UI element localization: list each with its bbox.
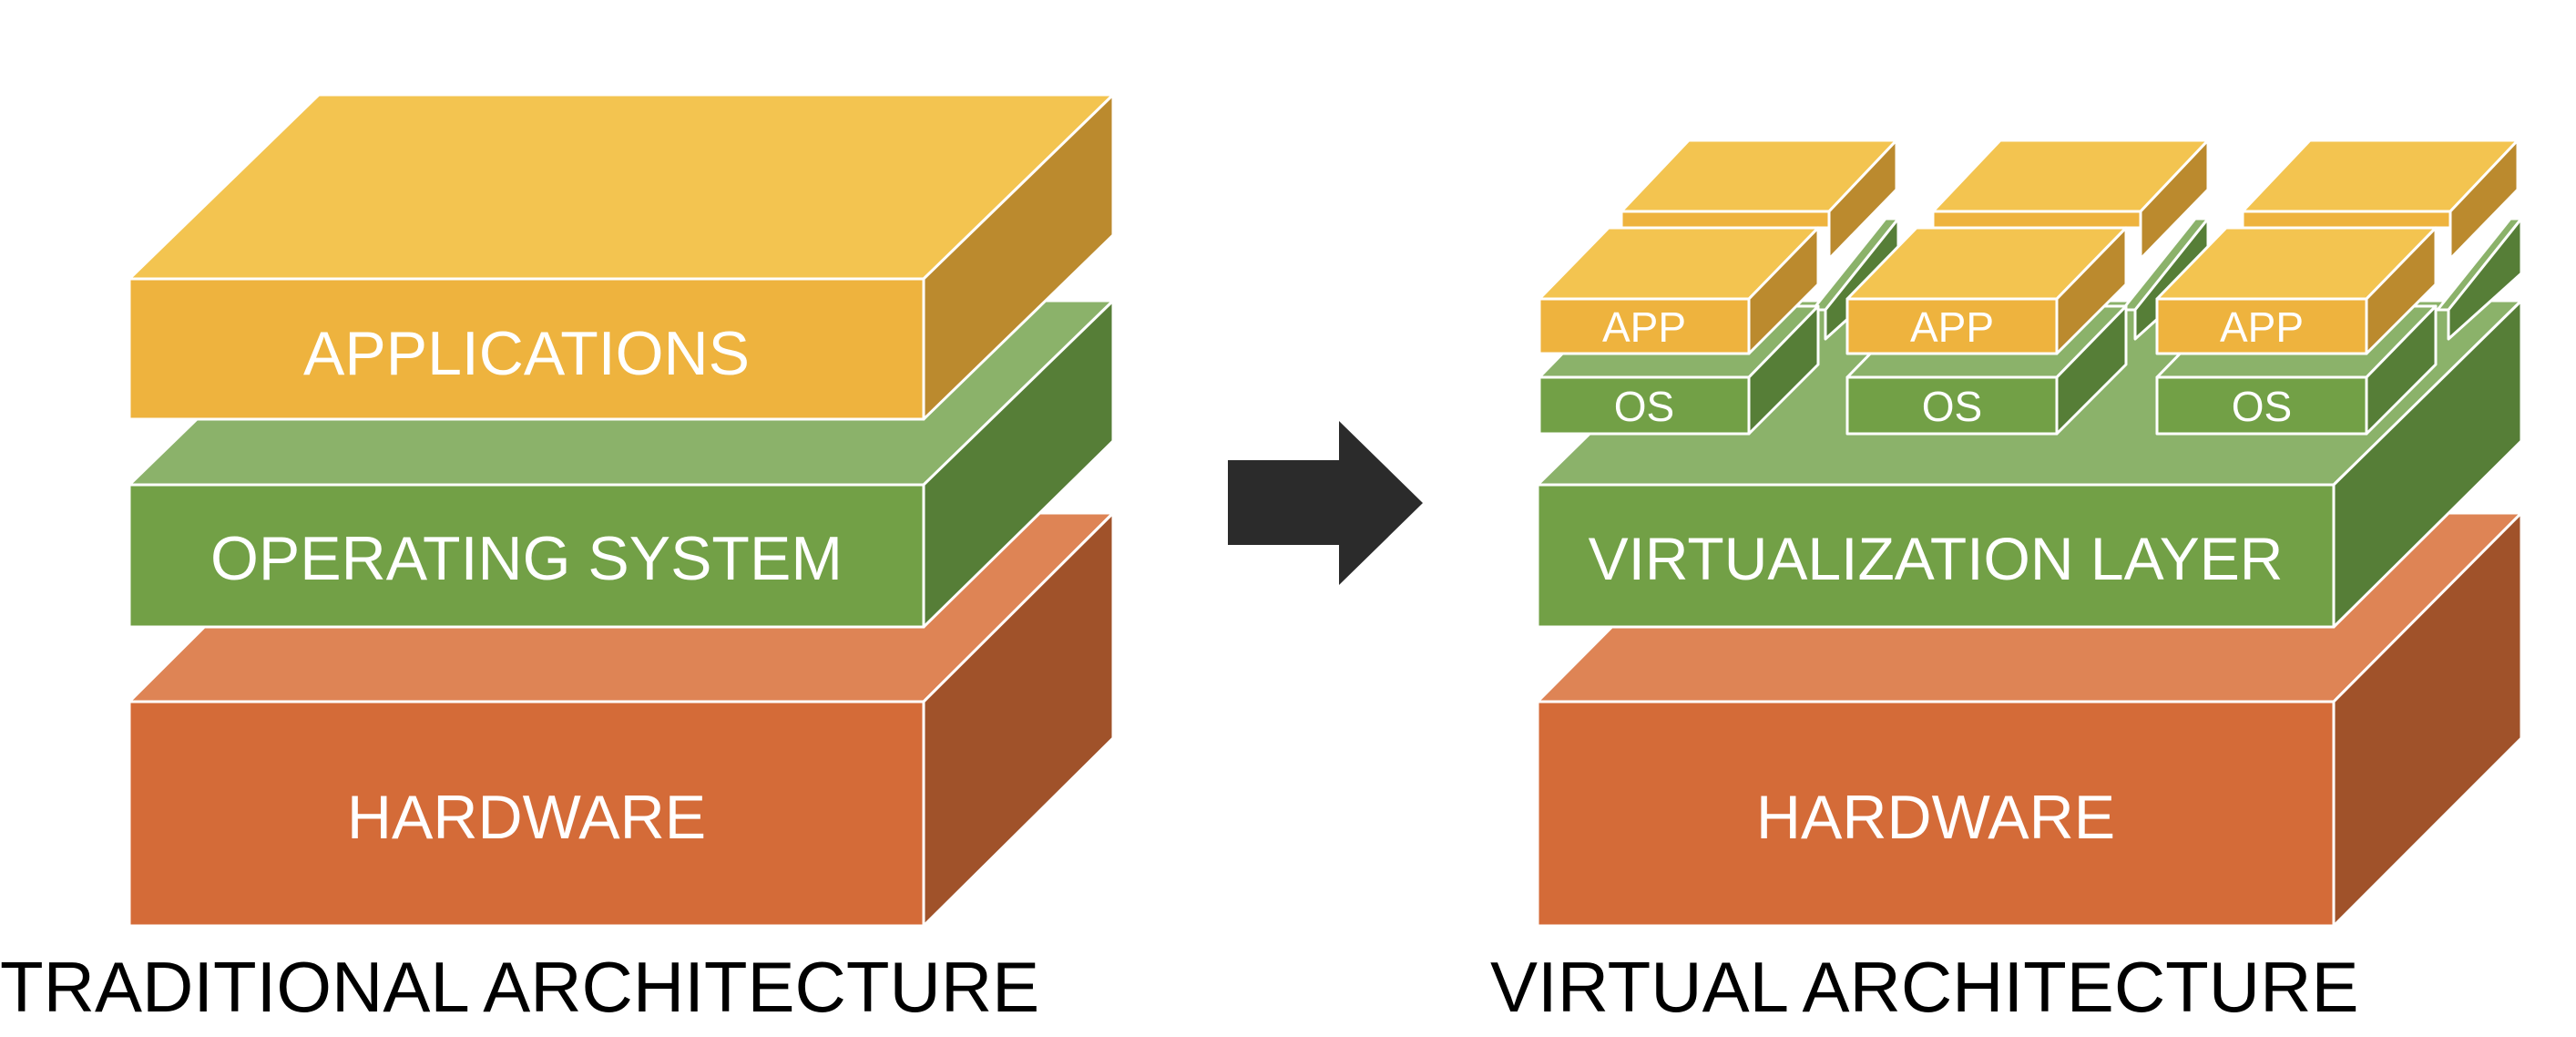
- virtual-architecture: HARDWARE VIRTUALIZATION LAYER: [1490, 139, 2523, 1027]
- vm-3-app-label: APP: [2220, 303, 2304, 351]
- vm-2-app-rear: [1931, 139, 2210, 261]
- vm-2-os-label: OS: [1922, 383, 1982, 430]
- vm-1-app-label: APP: [1602, 303, 1686, 351]
- vm-1-os-label: OS: [1614, 383, 1674, 430]
- vm-1-app-block: APP: [1538, 226, 1820, 355]
- traditional-applications-label: APPLICATIONS: [303, 319, 750, 388]
- traditional-os-label: OPERATING SYSTEM: [210, 524, 843, 593]
- vm-2-app-block: APP: [1845, 226, 2128, 355]
- virtual-hardware-label: HARDWARE: [1756, 783, 2115, 852]
- vm-3-app-block: APP: [2155, 226, 2438, 355]
- vm-rear-layer: [1620, 139, 2523, 341]
- vm-3-os-label: OS: [2232, 383, 2292, 430]
- vm-2-app-label: APP: [1910, 303, 1994, 351]
- traditional-caption: TRADITIONAL ARCHITECTURE: [0, 947, 1039, 1027]
- traditional-hardware-label: HARDWARE: [347, 783, 706, 852]
- vm-1-stack: OS APP: [1538, 226, 1820, 436]
- virtual-caption: VIRTUAL ARCHITECTURE: [1490, 947, 2358, 1027]
- vm-2-stack: OS APP: [1845, 226, 2128, 436]
- vm-3-app-rear: [2241, 139, 2520, 261]
- vm-1-app-rear: [1620, 139, 1898, 261]
- virtualization-layer-label: VIRTUALIZATION LAYER: [1589, 525, 2284, 592]
- vm-3-stack: OS APP: [2155, 226, 2438, 436]
- traditional-applications-block: APPLICATIONS: [128, 93, 1115, 421]
- right-arrow-icon: [1228, 421, 1423, 585]
- vm-3-os-rear: [2436, 217, 2523, 341]
- traditional-architecture: HARDWARE OPERATING SYSTEM APPLICATIONS T…: [0, 93, 1115, 1027]
